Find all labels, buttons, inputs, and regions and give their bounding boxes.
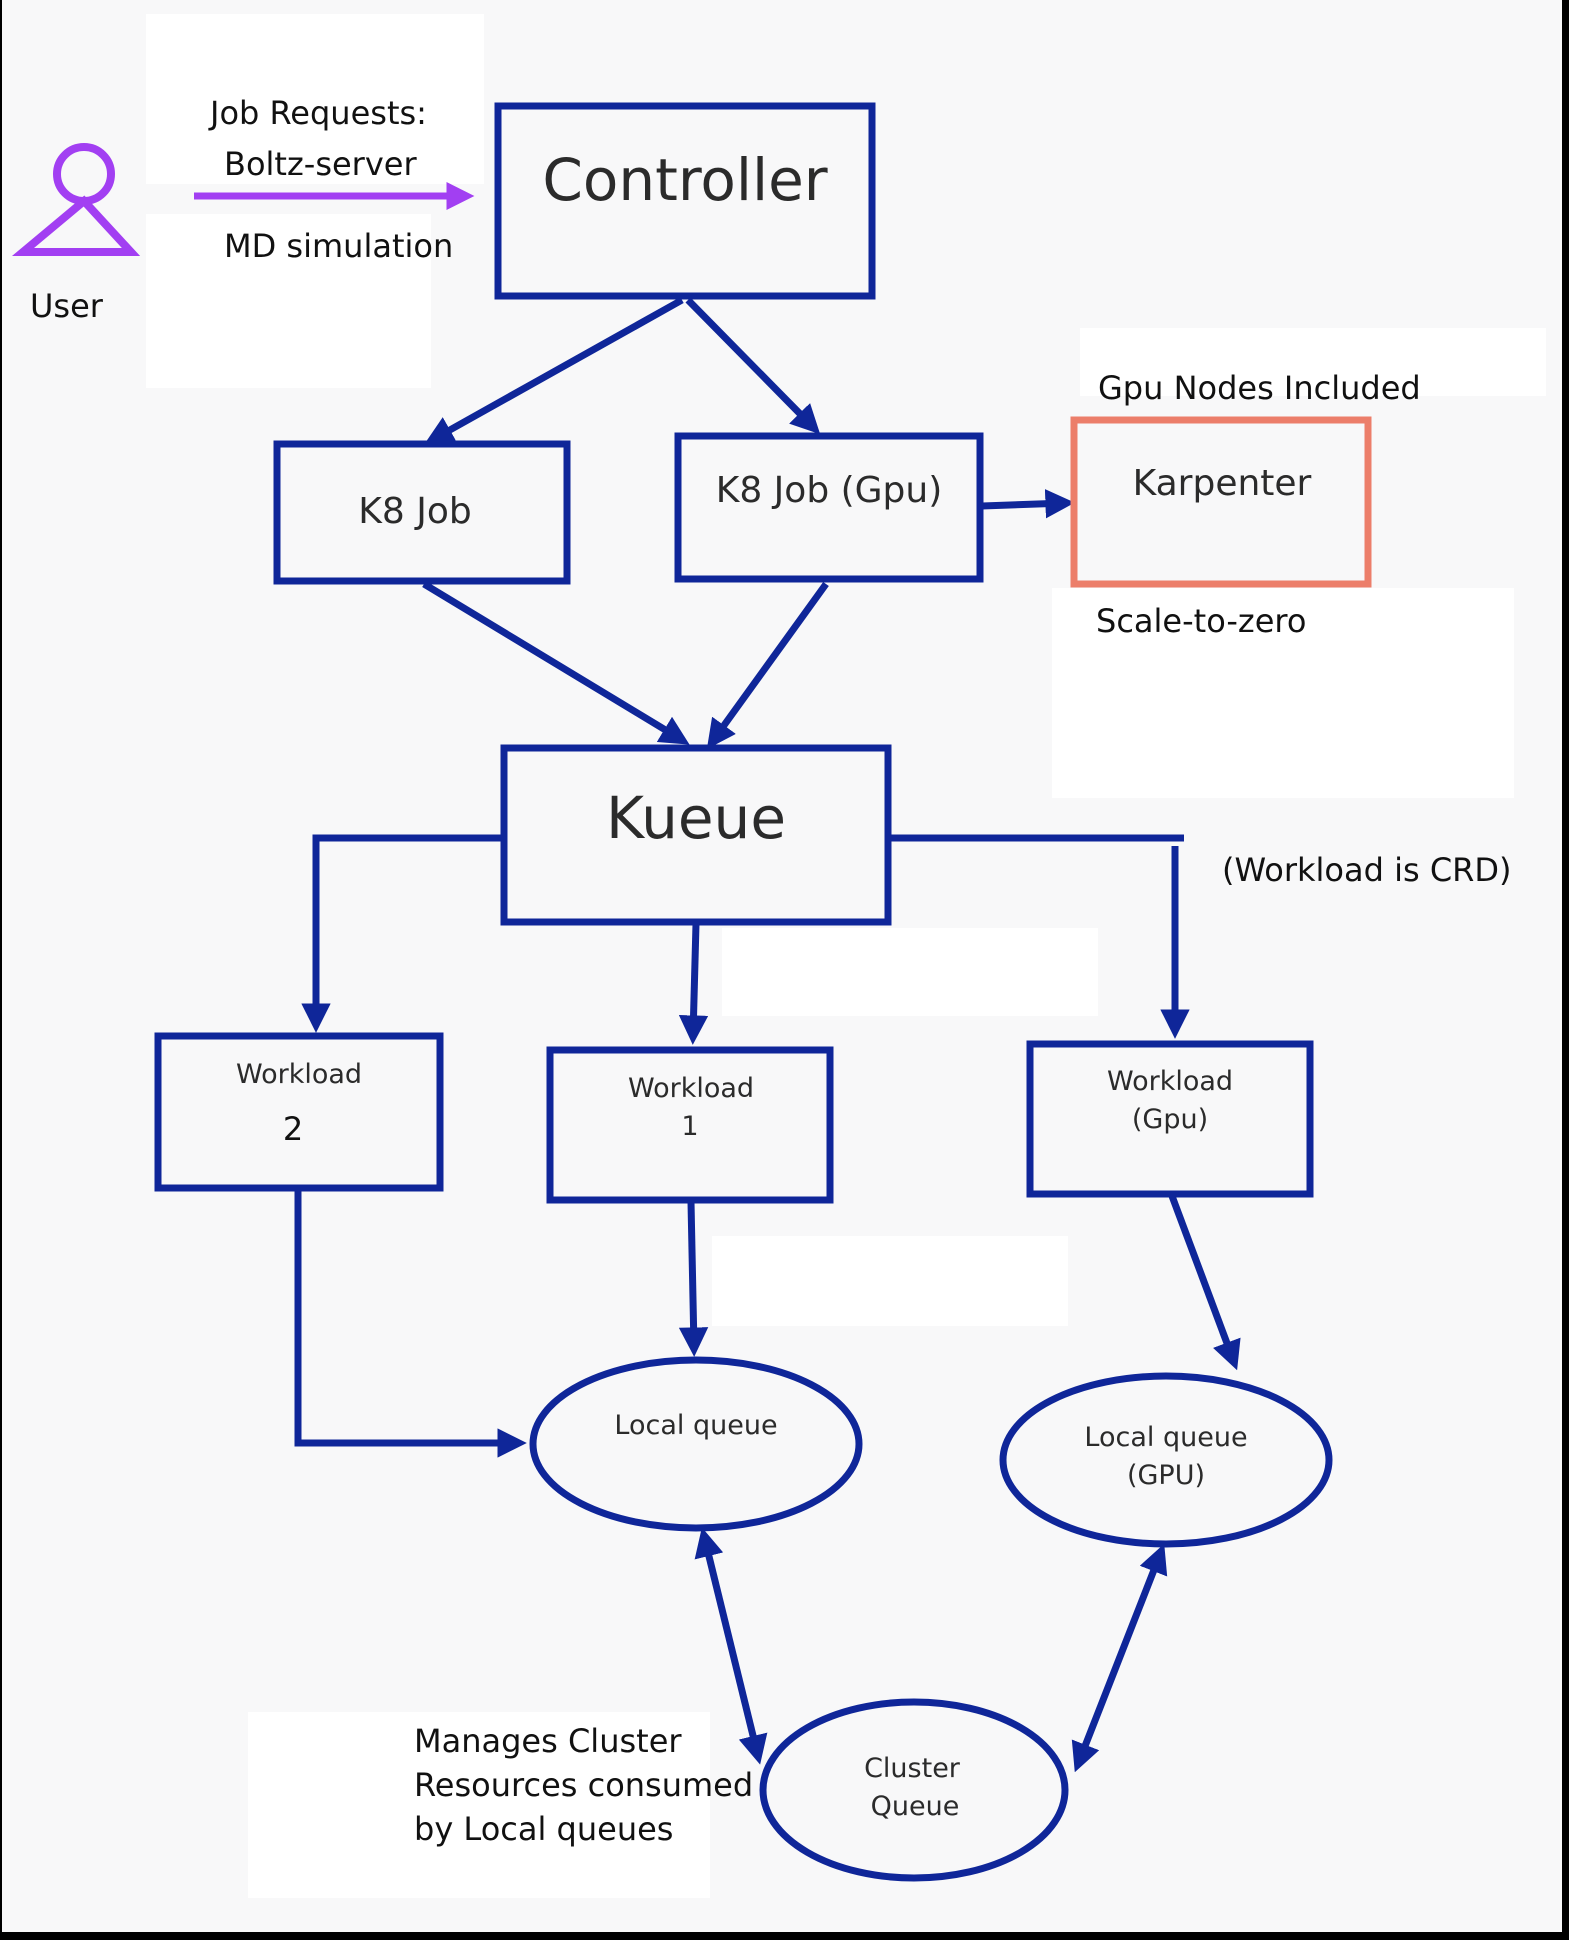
- page-left-border: [0, 0, 2, 1932]
- arrow-local-queue-cluster-queue: [694, 1527, 768, 1765]
- workload-gpu-sub: (Gpu): [1132, 1104, 1208, 1135]
- background-patches: [146, 14, 1546, 1898]
- scale-to-zero-annotation: Scale-to-zero: [1096, 602, 1306, 640]
- local-queue-gpu-label: Local queue: [1084, 1422, 1247, 1453]
- k8-job-box: K8 Job: [273, 440, 571, 585]
- k8-job-label: K8 Job: [358, 491, 471, 532]
- arrow-k8job-to-kueue: [422, 581, 690, 745]
- kueue-label: Kueue: [606, 784, 786, 852]
- workload-gpu-box: Workload (Gpu): [1026, 1040, 1314, 1198]
- arrow-k8job-gpu-to-kueue: [706, 581, 829, 750]
- arrow-controller-to-k8job: [424, 296, 684, 445]
- cluster-queue-label: Cluster: [864, 1753, 961, 1784]
- workload-1-number: 1: [681, 1111, 698, 1142]
- arrow-workload-2-to-local-queue: [294, 1188, 527, 1458]
- workload-2-number: 2: [283, 1110, 303, 1148]
- cluster-queue-sub: Queue: [871, 1791, 960, 1822]
- job-requests-line2: Boltz-server: [224, 145, 417, 183]
- cluster-queue-ellipse: Cluster Queue: [759, 1698, 1069, 1882]
- kueue-box: Kueue: [500, 744, 892, 926]
- local-queue-ellipse: Local queue: [529, 1356, 863, 1532]
- arrow-kueue-to-workload-2: [301, 834, 502, 1033]
- user-label: User: [30, 287, 104, 325]
- cluster-manage-line1: Manages Cluster: [414, 1722, 682, 1760]
- arrow-k8job-gpu-to-karpenter: [981, 489, 1075, 519]
- controller-label: Controller: [542, 146, 827, 214]
- workload-2-label: Workload: [236, 1059, 362, 1090]
- local-queue-label: Local queue: [614, 1410, 777, 1441]
- k8-job-gpu-label: K8 Job (Gpu): [716, 470, 943, 511]
- job-requests-line3: MD simulation: [224, 227, 453, 265]
- arrow-workload-1-to-local-queue: [678, 1201, 709, 1357]
- local-queue-gpu-sub: (GPU): [1127, 1460, 1205, 1491]
- workload-crd-annotation: (Workload is CRD): [1222, 851, 1512, 889]
- person-icon: [11, 143, 141, 256]
- k8-job-gpu-box: K8 Job (Gpu): [674, 432, 984, 583]
- karpenter-label: Karpenter: [1133, 463, 1312, 504]
- gpu-nodes-annotation: Gpu Nodes Included: [1098, 369, 1421, 407]
- arrow-local-queue-gpu-cluster-queue: [1071, 1543, 1168, 1773]
- workload-gpu-label: Workload: [1107, 1066, 1233, 1097]
- workload-1-box: Workload 1: [546, 1046, 834, 1204]
- controller-box: Controller: [494, 102, 876, 300]
- job-requests-line1: Job Requests:: [208, 94, 427, 132]
- cluster-manage-line3: by Local queues: [414, 1810, 673, 1848]
- karpenter-box: Karpenter: [1070, 416, 1372, 588]
- workload-1-label: Workload: [628, 1073, 754, 1104]
- arrow-controller-to-k8job-gpu: [685, 297, 821, 435]
- connectors: [294, 296, 1241, 1773]
- workload-2-box: Workload 2: [154, 1032, 444, 1192]
- cluster-manage-line2: Resources consumed: [414, 1766, 753, 1804]
- arrow-kueue-to-workload-1: [678, 923, 709, 1045]
- local-queue-gpu-ellipse: Local queue (GPU): [999, 1372, 1333, 1548]
- arrow-workload-gpu-to-local-queue-gpu: [1168, 1194, 1241, 1371]
